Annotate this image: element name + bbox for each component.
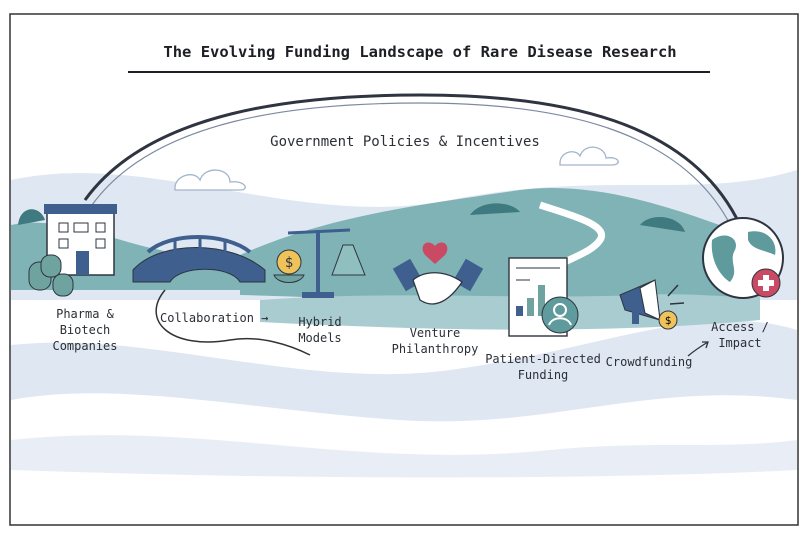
label-collaboration: Collaboration →: [160, 311, 269, 325]
label-pharma: Pharma & Biotech Companies: [52, 307, 118, 353]
page-title: The Evolving Funding Landscape of Rare D…: [163, 43, 677, 61]
coin-stack-icon: [28, 254, 74, 297]
label-hybrid: Hybrid Models: [298, 315, 342, 345]
report-chart-icon: [508, 257, 579, 337]
arrow-icon: [687, 341, 709, 357]
arc-label: Government Policies & Incentives: [270, 134, 540, 150]
cloud: [174, 146, 619, 191]
svg-text:$: $: [285, 255, 293, 271]
svg-text:$: $: [665, 314, 672, 327]
balance-scale-icon: $: [273, 228, 366, 298]
globe-medical-icon: [702, 217, 784, 299]
river-path: [155, 289, 311, 356]
handshake-heart-icon: [392, 242, 484, 305]
label-access: Access / Impact: [711, 320, 769, 350]
policy-arc: [83, 93, 742, 226]
bridge-icon: [132, 235, 266, 283]
building-icon: [44, 204, 117, 276]
label-crowdfunding: Crowdfunding: [605, 355, 693, 369]
megaphone-icon: $: [619, 279, 685, 330]
label-venture: Venture Philanthropy: [391, 326, 479, 356]
label-patient: Patient-Directed Funding: [485, 352, 601, 382]
